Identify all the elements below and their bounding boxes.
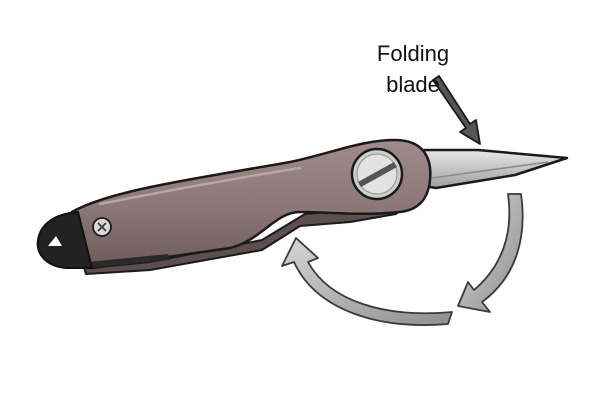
label-line-1: Folding — [376, 41, 450, 66]
handle-screw-icon — [92, 217, 112, 237]
pivot-screw-icon — [350, 147, 404, 201]
rotation-arrow-left — [281, 237, 453, 326]
rotation-arrow-right — [457, 193, 524, 313]
folding-blade-label: Folding blade — [358, 38, 468, 100]
handle-liner-strip — [88, 254, 170, 268]
rotation-arrow-icon — [281, 193, 524, 326]
end-bolster — [36, 210, 94, 269]
blade-edge-line — [431, 161, 549, 179]
bolster-notch — [48, 236, 62, 246]
knife-handle — [70, 138, 432, 270]
handle-highlight — [98, 166, 302, 206]
pointer-arrow-icon — [432, 75, 481, 145]
label-line-2: blade — [386, 72, 440, 97]
